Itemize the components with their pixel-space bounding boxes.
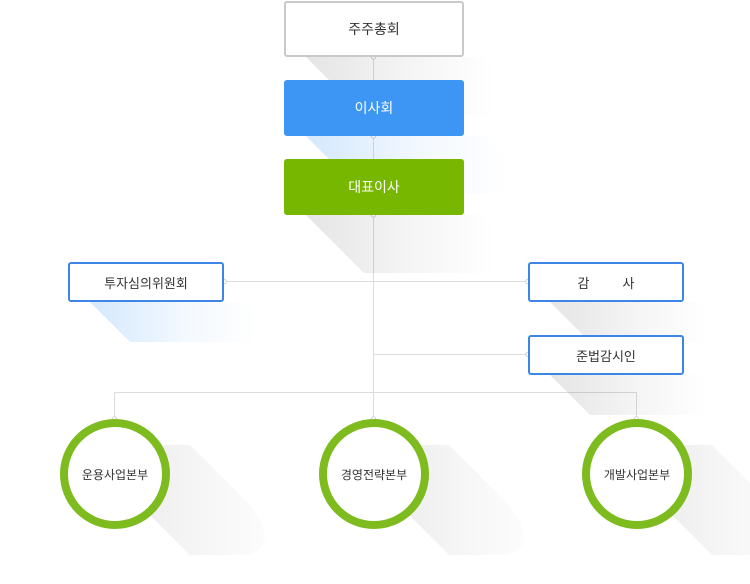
compliance-officer-box: 준법감시인 (528, 335, 684, 375)
shareholders-meeting-label: 주주총회 (348, 22, 400, 38)
division-operations: 운용사업본부 (60, 419, 170, 529)
shareholders-meeting-box: 주주총회 (284, 1, 464, 57)
investment-committee-box: 투자심의위원회 (68, 262, 224, 302)
division-label: 경영전략본부 (340, 467, 408, 482)
division-development: 개발사업본부 (582, 419, 692, 529)
ceo-label: 대표이사 (348, 180, 400, 196)
board-of-directors-label: 이사회 (354, 101, 394, 117)
division-label: 운용사업본부 (81, 467, 149, 482)
investment-committee-label: 투자심의위원회 (104, 276, 188, 292)
auditor-box: 감 사 (528, 262, 684, 302)
division-strategy: 경영전략본부 (319, 419, 429, 529)
ceo-box: 대표이사 (284, 159, 464, 215)
division-label: 개발사업본부 (603, 467, 671, 482)
board-of-directors-box: 이사회 (284, 80, 464, 136)
auditor-label: 감 사 (577, 276, 635, 292)
compliance-officer-label: 준법감시인 (576, 349, 636, 365)
